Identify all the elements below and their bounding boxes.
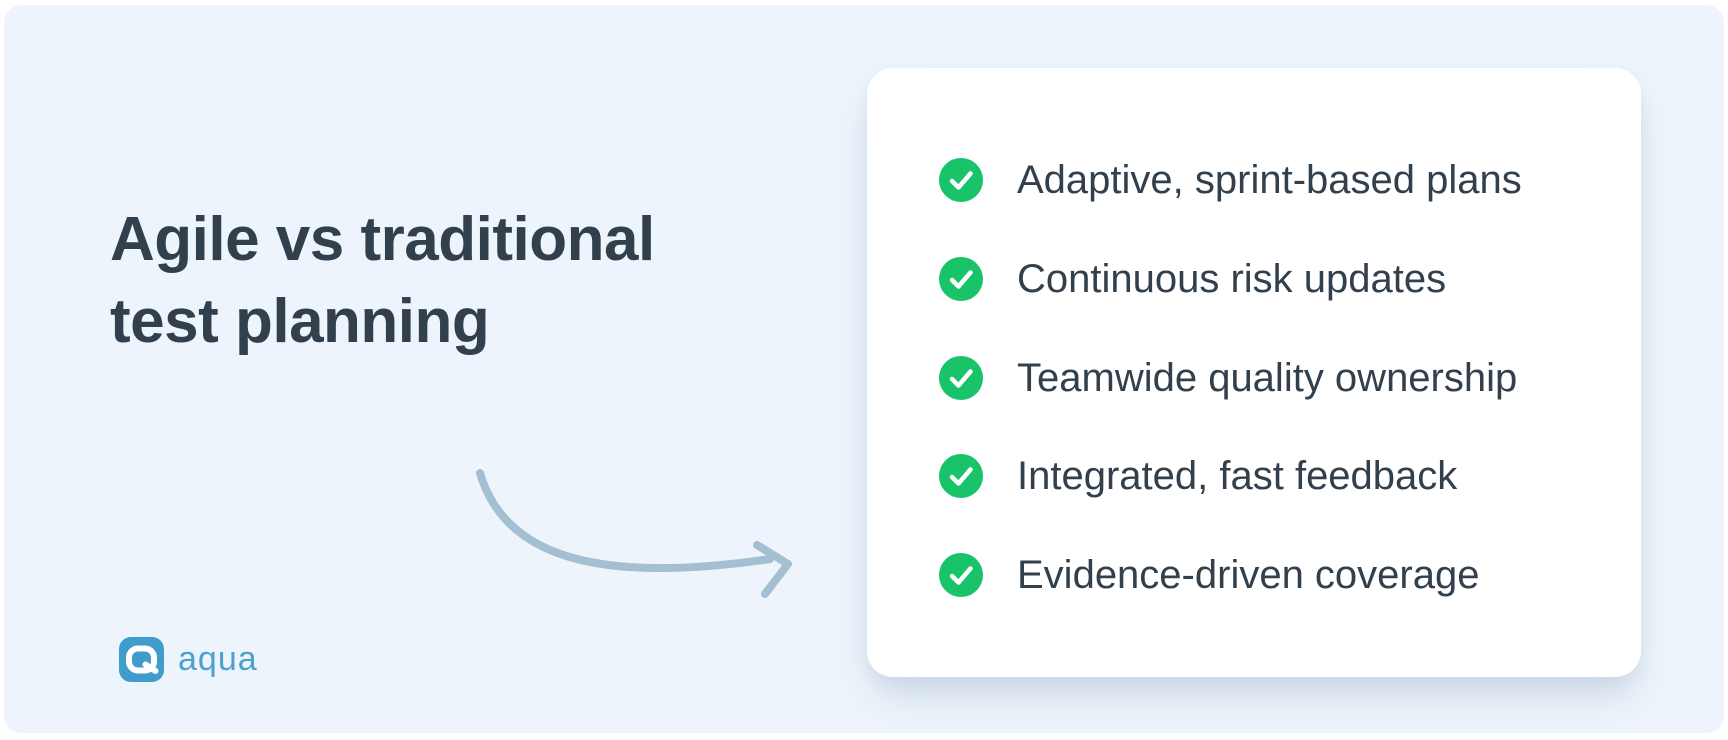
check-circle-icon: [939, 256, 983, 301]
list-item: Teamwide quality ownership: [939, 354, 1601, 402]
list-item: Evidence-driven coverage: [939, 551, 1601, 599]
check-circle-icon: [939, 454, 983, 499]
aqua-logo: aqua: [119, 637, 258, 682]
list-item: Integrated, fast feedback: [939, 452, 1601, 500]
page-title: Agile vs traditional test planning: [110, 199, 655, 363]
list-item-label: Evidence-driven coverage: [1017, 553, 1480, 597]
list-item-label: Adaptive, sprint-based plans: [1017, 158, 1522, 202]
aqua-q-icon: [119, 637, 164, 682]
list-item-label: Teamwide quality ownership: [1017, 355, 1518, 400]
canvas-background: Agile vs traditional test planning Adapt…: [4, 5, 1724, 733]
list-item: Adaptive, sprint-based plans: [939, 156, 1601, 204]
list-item: Continuous risk updates: [939, 255, 1601, 303]
list-item-label: Integrated, fast feedback: [1017, 454, 1458, 499]
page-title-line1: Agile vs traditional: [110, 205, 655, 274]
check-circle-icon: [939, 355, 983, 400]
check-circle-icon: [939, 158, 983, 202]
check-circle-icon: [939, 553, 983, 597]
aqua-logo-text: aqua: [178, 640, 258, 678]
checklist-card: Adaptive, sprint-based plans Continuous …: [867, 68, 1641, 677]
list-item-label: Continuous risk updates: [1017, 256, 1447, 301]
page-title-line2: test planning: [110, 287, 490, 356]
